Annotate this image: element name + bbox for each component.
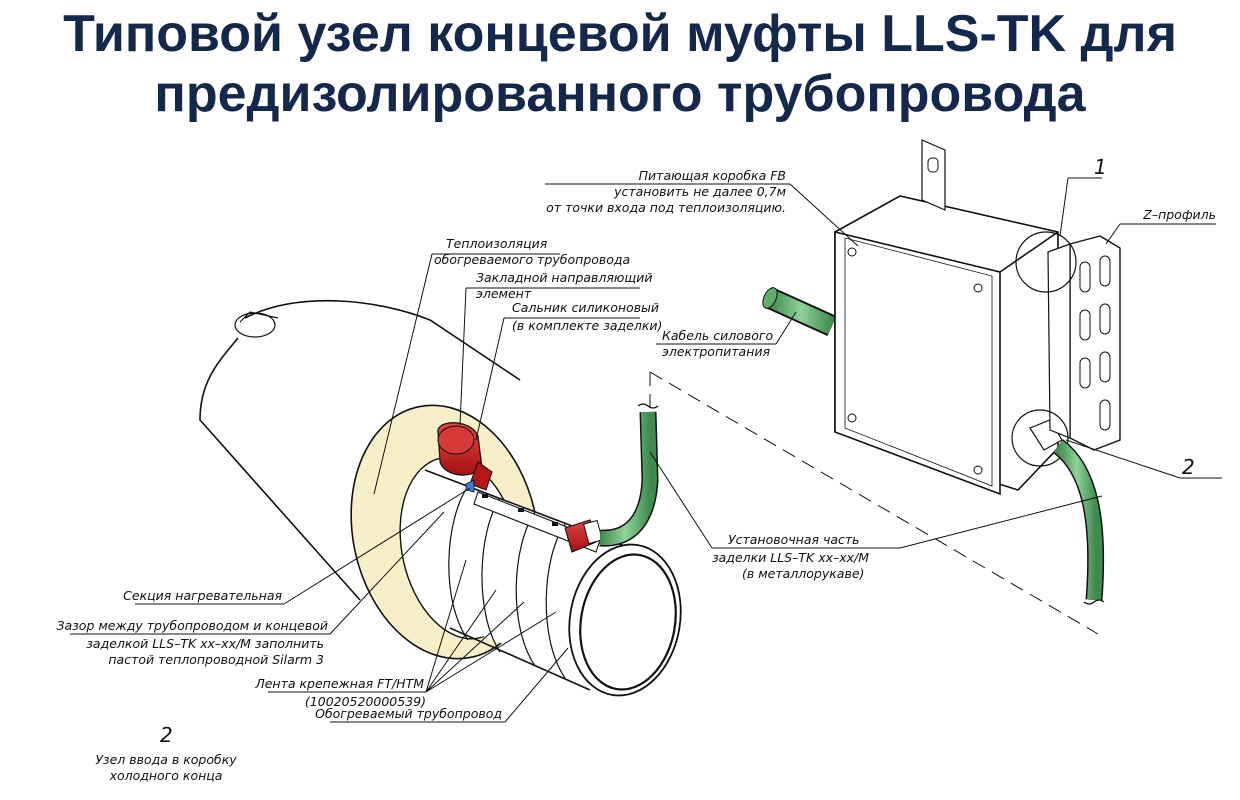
z-slot-5 xyxy=(1099,303,1111,335)
label-heating-section: Секция нагревательная xyxy=(123,588,282,603)
lid-screw-2 xyxy=(973,283,983,293)
bracket-slot xyxy=(927,157,939,173)
callout-number-2: 2 xyxy=(1182,455,1195,479)
end-gland-nut xyxy=(583,519,603,545)
leader-gland xyxy=(475,317,640,441)
lid-screw-3 xyxy=(847,413,857,423)
leader-guide xyxy=(459,287,640,426)
insulation-outer-top xyxy=(244,299,521,381)
leader-heated-pipe xyxy=(330,647,569,723)
label-gap-3: пастой теплопроводной Silarm 3 xyxy=(108,652,324,667)
leader-gap xyxy=(70,511,445,635)
label-heated-pipe: Обогреваемый трубопровод xyxy=(315,706,502,721)
lid-screw-1 xyxy=(847,247,857,257)
z-slot-6 xyxy=(1099,351,1111,383)
leader-power-cable xyxy=(656,311,797,345)
box-front-face xyxy=(834,230,1001,496)
leader-callout-2 xyxy=(1065,439,1222,479)
label-gap-2: заделкой LLS–TK xx–xx/M заполнить xyxy=(86,636,324,651)
z-slot-7 xyxy=(1099,399,1111,431)
rail-hole-1 xyxy=(482,494,488,498)
leader-box xyxy=(545,183,859,247)
detail-caption-2: холодного конца xyxy=(109,768,223,783)
insulated-pipe xyxy=(199,299,521,601)
rail-hole-2 xyxy=(518,508,524,512)
pipe-bottom-edge xyxy=(449,627,591,691)
leader-insulation xyxy=(373,253,560,495)
silicone-gland xyxy=(437,422,493,493)
z-slot-2 xyxy=(1079,309,1091,341)
detail-number: 2 xyxy=(160,723,173,747)
detail-circle-1 xyxy=(1015,231,1077,293)
label-gland-1: Сальник силиконовый xyxy=(512,300,659,315)
detail-circle-2 xyxy=(1011,409,1069,467)
label-power-cable-2: электропитания xyxy=(662,344,770,359)
leader-callout-1 xyxy=(1059,177,1102,237)
detail-caption-1: Узел ввода в коробку xyxy=(95,752,237,767)
label-tape-1: Лента крепежная FT/HTM xyxy=(254,676,424,691)
lid-screw-4 xyxy=(973,465,983,475)
z-slot-3 xyxy=(1079,357,1091,389)
mount-bracket-top xyxy=(921,139,946,211)
z-profile xyxy=(1047,235,1121,451)
label-guide-2: элемент xyxy=(476,286,532,301)
title-line-1: Типовой узел концевой муфты LLS-TK для xyxy=(63,5,1177,63)
z-slot-1 xyxy=(1079,261,1091,293)
pipe-rear-stub-outline xyxy=(239,311,279,323)
title-line-2: предизолированного трубопровода xyxy=(154,65,1086,123)
label-box-3: от точки входа под теплоизоляцию. xyxy=(546,200,786,215)
cable-installation-part xyxy=(599,411,658,546)
label-guide-1: Закладной направляющий xyxy=(476,270,652,285)
power-cable-end xyxy=(762,287,778,309)
cable-break-mark-2 xyxy=(1083,599,1105,605)
label-install-3: (в металлорукаве) xyxy=(742,566,864,581)
label-z-profile: Z–профиль xyxy=(1142,207,1216,222)
label-gap-1: Зазор между трубопроводом и концевой xyxy=(56,618,328,633)
diagram-title: Типовой узел концевой муфты LLS-TK для п… xyxy=(0,4,1240,124)
leader-tape xyxy=(268,559,557,693)
label-install-2: заделки LLS–TK xx–xx/M xyxy=(712,550,869,565)
box-cable xyxy=(1053,440,1103,601)
label-install-1: Установочная часть xyxy=(728,532,860,547)
label-power-cable-1: Кабель силового xyxy=(662,328,773,343)
cable-break-mark-1 xyxy=(637,403,659,409)
label-box-2: установить не далее 0,7м xyxy=(613,184,786,199)
gland-cap xyxy=(437,425,475,455)
pipe-end-inner xyxy=(579,553,677,691)
cable-gland-end xyxy=(564,519,603,553)
label-insulation-2: обогреваемого трубопровода xyxy=(434,252,630,267)
strap-3 xyxy=(515,511,536,667)
z-profile-flange xyxy=(1047,243,1071,439)
gland-boot xyxy=(469,461,493,491)
z-profile-body xyxy=(1069,235,1121,451)
insulation-outer-bottom xyxy=(199,337,361,601)
z-slot-4 xyxy=(1099,255,1111,287)
label-box-1: Питающая коробка FB xyxy=(639,168,786,183)
strap-4 xyxy=(545,523,566,679)
leader-z-profile xyxy=(1105,223,1216,245)
label-insulation-1: Теплоизоляция xyxy=(446,236,548,251)
junction-box xyxy=(834,139,1063,496)
rail-hole-3 xyxy=(552,522,558,526)
leader-heating-section xyxy=(135,487,471,605)
label-tape-2: (10020520000539) xyxy=(305,694,426,709)
leader-install-part xyxy=(649,451,1103,549)
power-cable xyxy=(766,289,836,335)
box-top-edge xyxy=(999,231,1059,273)
callout-number-1: 1 xyxy=(1094,155,1107,179)
strap-1 xyxy=(448,485,469,641)
box-lid-inner xyxy=(844,237,993,487)
label-gland-2: (в комплекте заделки) xyxy=(512,318,662,333)
